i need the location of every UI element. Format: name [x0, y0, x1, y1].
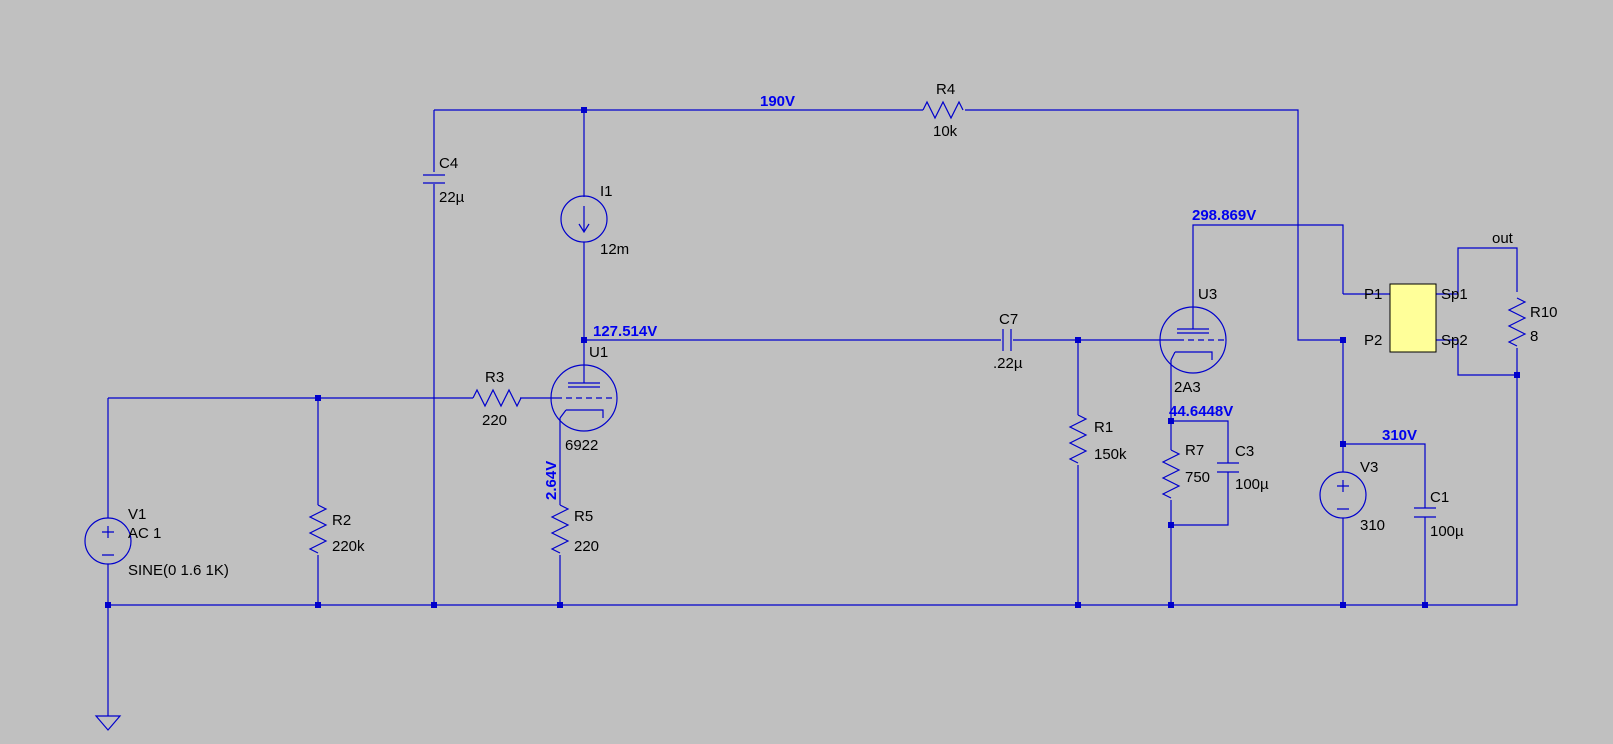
c7-name: C7: [999, 311, 1018, 328]
out-net-label: out: [1492, 230, 1514, 247]
r5-resistor[interactable]: R5 220: [550, 504, 599, 555]
c7-capacitor[interactable]: C7 .22µ: [993, 311, 1023, 372]
junction: [1340, 441, 1346, 447]
r2-resistor[interactable]: R2 220k: [308, 504, 365, 555]
r4-name: R4: [936, 81, 955, 98]
transformer-sp2-label: Sp2: [1441, 332, 1468, 349]
r10-name: R10: [1530, 304, 1558, 321]
voltage-annotations: 190V 298.869V 127.514V 2.64V 44.6448V 31…: [543, 93, 1417, 500]
v1-sine: SINE(0 1.6 1K): [128, 562, 229, 579]
transformer-p2-label: P2: [1364, 332, 1382, 349]
v3-name: V3: [1360, 459, 1378, 476]
u3-value: 2A3: [1174, 379, 1201, 396]
c1-name: C1: [1430, 489, 1449, 506]
ground-symbol: [94, 715, 122, 731]
junction: [1075, 602, 1081, 608]
voltage-supply-top: 190V: [760, 93, 795, 110]
i1-name: I1: [600, 183, 613, 200]
v1-source[interactable]: V1 AC 1 SINE(0 1.6 1K): [84, 506, 229, 579]
r3-resistor[interactable]: R3 220: [472, 369, 522, 429]
voltage-u3-plate: 298.869V: [1192, 207, 1256, 224]
r7-resistor[interactable]: R7 750: [1161, 442, 1210, 499]
junction: [581, 107, 587, 113]
voltage-u1-cathode: 2.64V: [543, 461, 560, 500]
r3-name: R3: [485, 369, 504, 386]
c3-capacitor[interactable]: C3 100µ: [1217, 443, 1269, 493]
r5-value: 220: [574, 538, 599, 555]
junction: [1340, 602, 1346, 608]
r5-name: R5: [574, 508, 593, 525]
voltage-v3-node: 310V: [1382, 427, 1417, 444]
r10-value: 8: [1530, 328, 1538, 345]
c4-capacitor[interactable]: C4 22µ: [423, 155, 465, 206]
c3-value: 100µ: [1235, 476, 1269, 493]
junction: [431, 602, 437, 608]
r4-value: 10k: [933, 123, 958, 140]
c3-name: C3: [1235, 443, 1254, 460]
u3-triode[interactable]: U3 2A3: [1159, 286, 1227, 396]
junction: [557, 602, 563, 608]
u1-name: U1: [589, 344, 608, 361]
c4-name: C4: [439, 155, 458, 172]
junction: [315, 602, 321, 608]
junction: [1075, 337, 1081, 343]
junction: [581, 337, 587, 343]
r10-resistor[interactable]: R10 8: [1507, 297, 1558, 347]
transformer-p1-label: P1: [1364, 286, 1382, 303]
u1-value: 6922: [565, 437, 598, 454]
junction: [1168, 602, 1174, 608]
r4-resistor[interactable]: R4 10k: [922, 81, 964, 140]
r1-resistor[interactable]: R1 150k: [1068, 414, 1127, 464]
junction: [1168, 418, 1174, 424]
junction: [1168, 522, 1174, 528]
v1-name: V1: [128, 506, 146, 523]
v1-value: AC 1: [128, 525, 161, 542]
c1-capacitor[interactable]: C1 100µ: [1414, 489, 1464, 540]
v3-value: 310: [1360, 517, 1385, 534]
r7-name: R7: [1185, 442, 1204, 459]
c7-value: .22µ: [993, 355, 1023, 372]
junction: [1340, 337, 1346, 343]
output-transformer[interactable]: P1 P2 Sp1 Sp2: [1364, 283, 1468, 353]
r2-value: 220k: [332, 538, 365, 555]
wires: [107, 109, 1518, 716]
i1-value: 12m: [600, 241, 629, 258]
r3-value: 220: [482, 412, 507, 429]
voltage-u1-plate: 127.514V: [593, 323, 657, 340]
junction: [315, 395, 321, 401]
r1-value: 150k: [1094, 446, 1127, 463]
c1-value: 100µ: [1430, 523, 1464, 540]
junction: [105, 602, 111, 608]
r2-name: R2: [332, 512, 351, 529]
transformer-sp1-label: Sp1: [1441, 286, 1468, 303]
voltage-u3-cathode: 44.6448V: [1169, 403, 1233, 420]
u3-name: U3: [1198, 286, 1217, 303]
r7-value: 750: [1185, 469, 1210, 486]
junction: [1514, 372, 1520, 378]
junctions: [105, 107, 1520, 608]
c4-value: 22µ: [439, 189, 465, 206]
v3-source[interactable]: V3 310: [1319, 459, 1385, 534]
u1-triode[interactable]: U1 6922: [550, 344, 618, 454]
junction: [1422, 602, 1428, 608]
r1-name: R1: [1094, 419, 1113, 436]
i1-current-source[interactable]: I1 12m: [560, 183, 629, 258]
